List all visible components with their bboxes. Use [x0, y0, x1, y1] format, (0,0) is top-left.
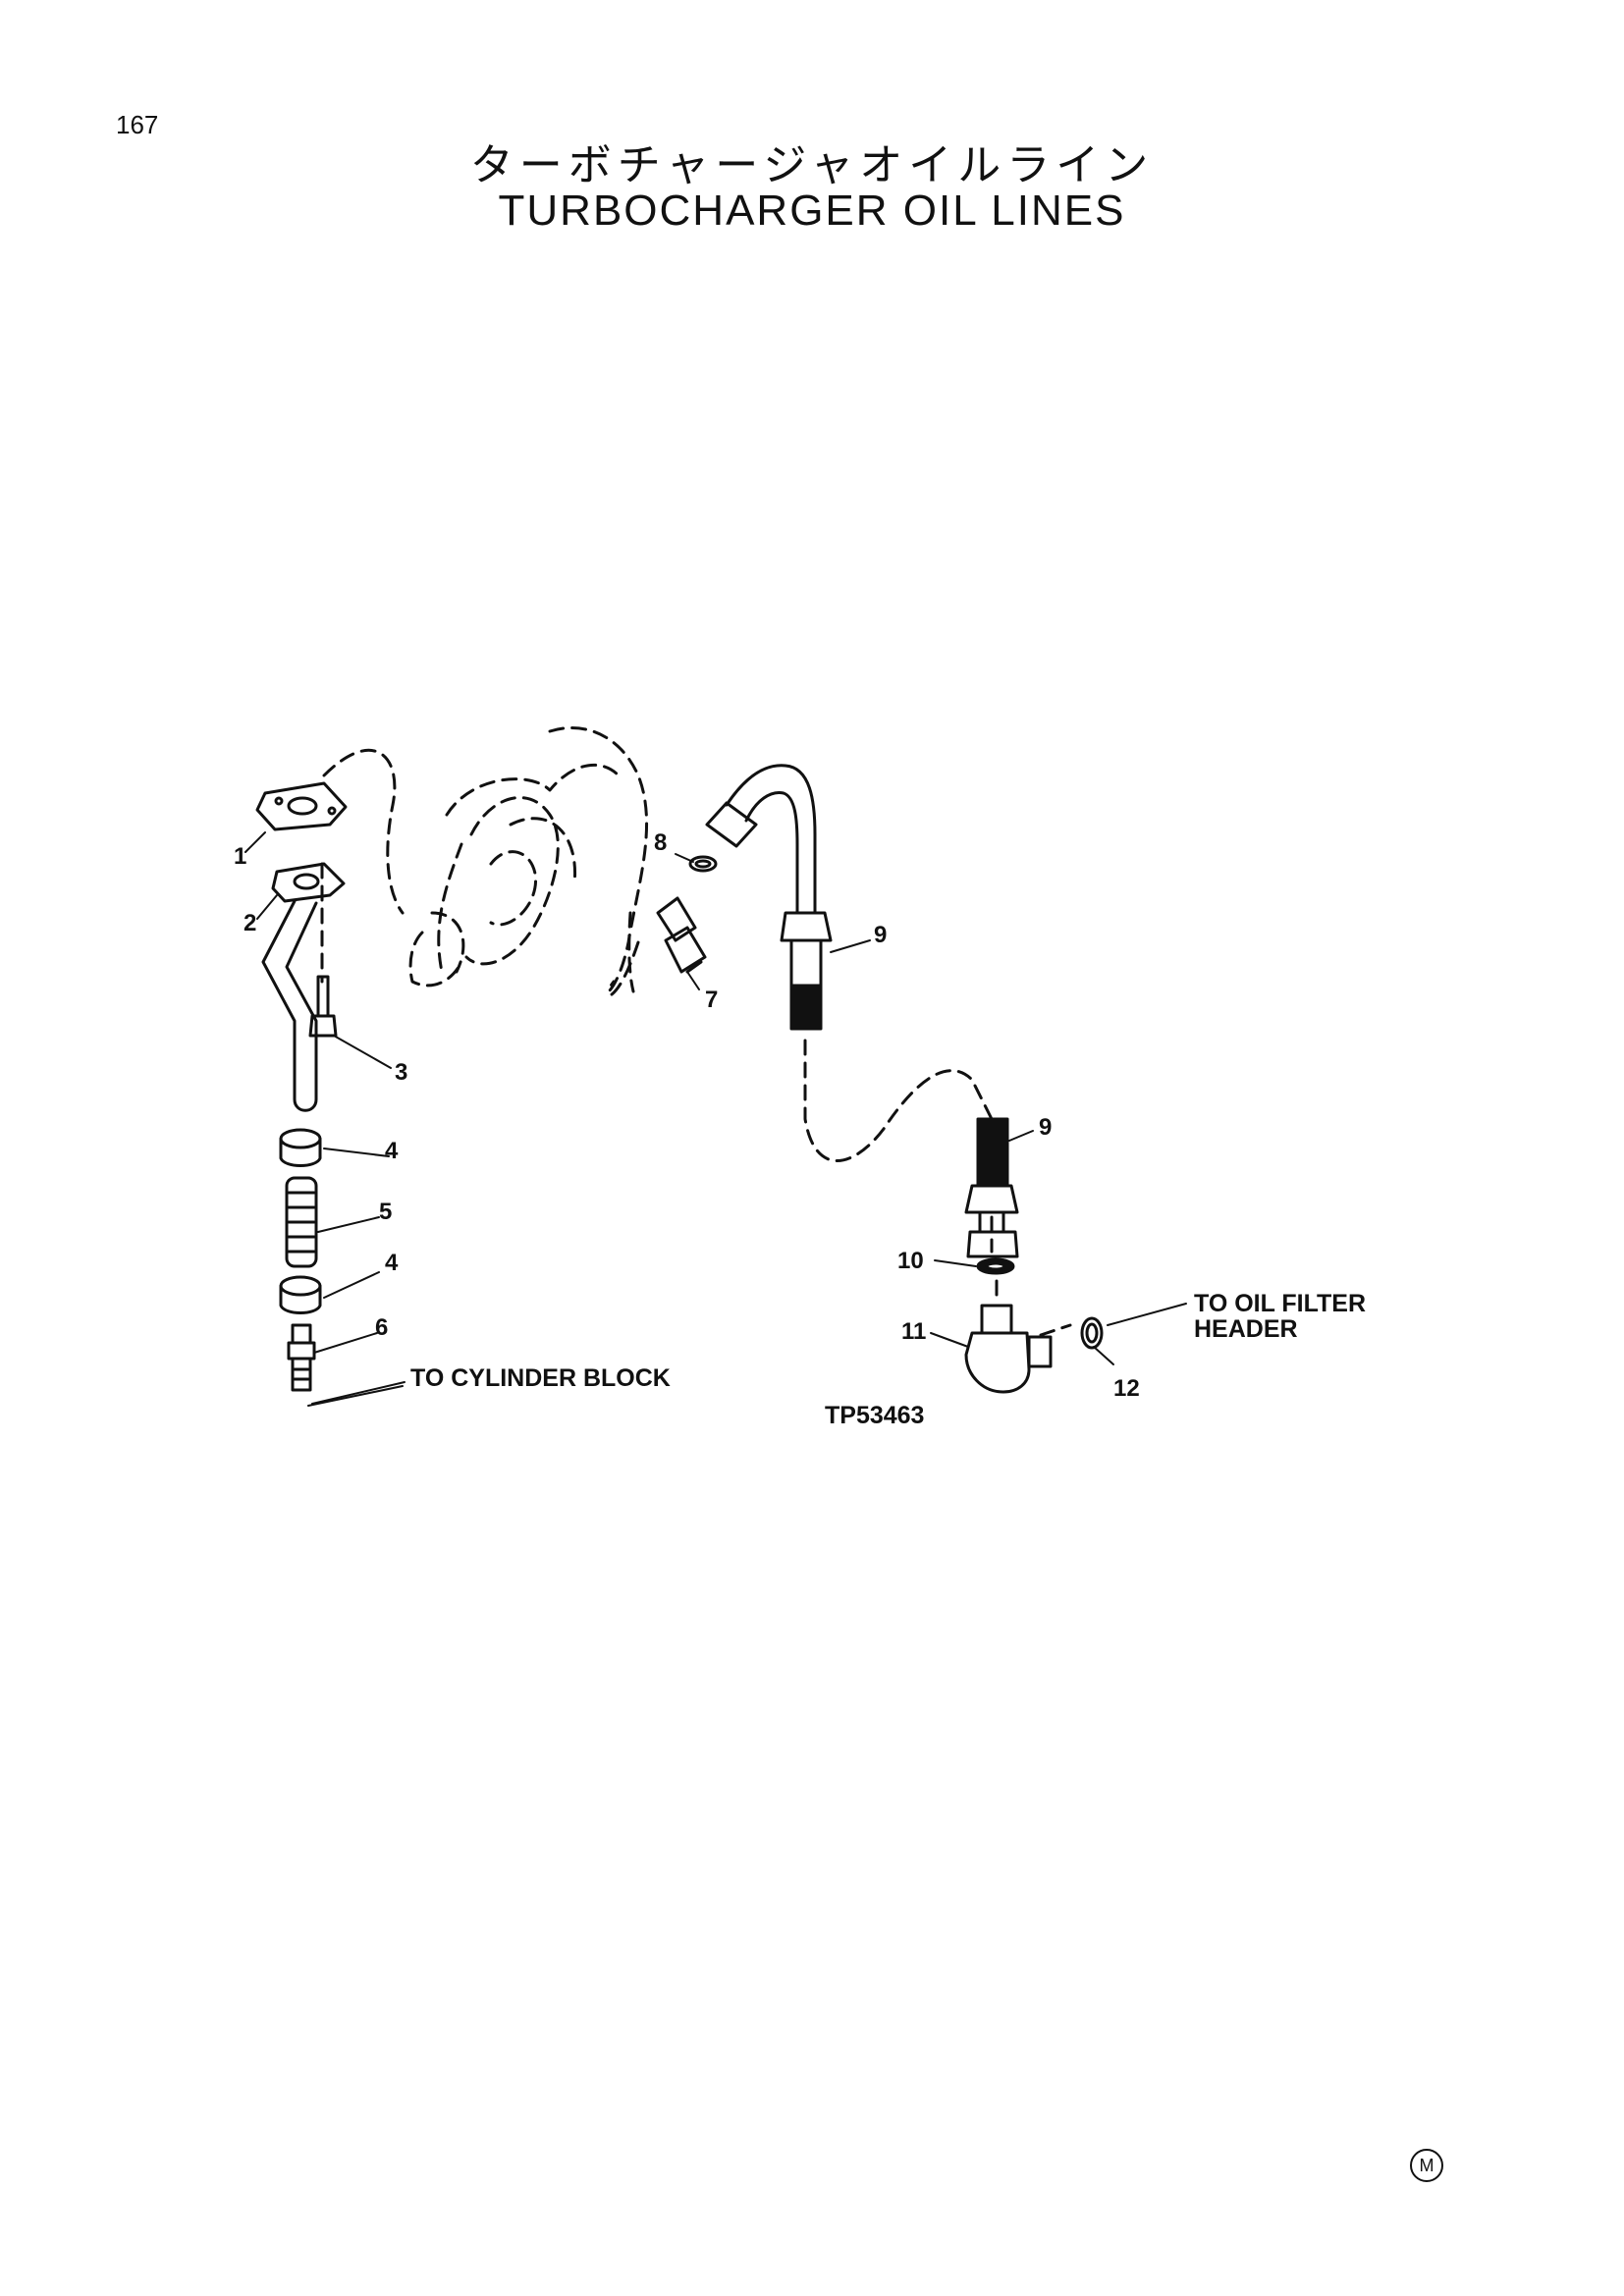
washer-12	[1080, 1316, 1104, 1350]
callout-9-upper: 9	[874, 922, 887, 948]
callout-2: 2	[244, 910, 256, 936]
callout-6: 6	[375, 1314, 388, 1341]
title-english: TURBOCHARGER OIL LINES	[498, 187, 1126, 235]
turbocharger-outline	[322, 725, 649, 998]
o-ring-8	[688, 855, 718, 873]
callout-3: 3	[395, 1059, 407, 1086]
oil-supply-line-upper	[705, 764, 833, 1031]
gasket-1	[255, 781, 348, 831]
hose-5	[285, 1176, 318, 1268]
callout-10: 10	[897, 1248, 924, 1274]
adapter-fitting-7	[656, 896, 707, 974]
page-number: 167	[116, 110, 159, 139]
callout-1: 1	[234, 843, 246, 870]
flange-2	[271, 862, 346, 903]
drain-tube	[261, 899, 318, 1112]
leader-lines	[244, 831, 1187, 1407]
note-to-oil-filter-line2: HEADER	[1194, 1315, 1298, 1343]
elbow-fitting-11	[964, 1304, 1053, 1394]
hose-clamp-4a	[279, 1128, 322, 1167]
callout-4b: 4	[385, 1250, 399, 1276]
hose-clamp-4b	[279, 1275, 322, 1314]
oil-supply-line-lower	[964, 1117, 1019, 1258]
callout-12: 12	[1113, 1375, 1140, 1402]
manufacturer-mark: M	[1410, 2149, 1443, 2182]
callout-9-lower: 9	[1039, 1114, 1052, 1141]
callout-4a: 4	[385, 1138, 399, 1164]
note-to-oil-filter-line1: TO OIL FILTER	[1194, 1290, 1366, 1317]
bolt-3	[308, 975, 338, 1038]
title-japanese: ターボチャージャオイルライン	[469, 140, 1155, 190]
callout-11: 11	[901, 1318, 926, 1345]
fitting-6	[287, 1323, 316, 1392]
note-to-cylinder-block: TO CYLINDER BLOCK	[410, 1364, 671, 1392]
figure-id: TP53463	[825, 1402, 924, 1429]
callout-8: 8	[654, 829, 667, 856]
o-ring-10	[976, 1257, 1015, 1275]
callout-7: 7	[705, 987, 718, 1013]
connection-lines	[320, 862, 1072, 1337]
callout-5: 5	[379, 1199, 392, 1225]
